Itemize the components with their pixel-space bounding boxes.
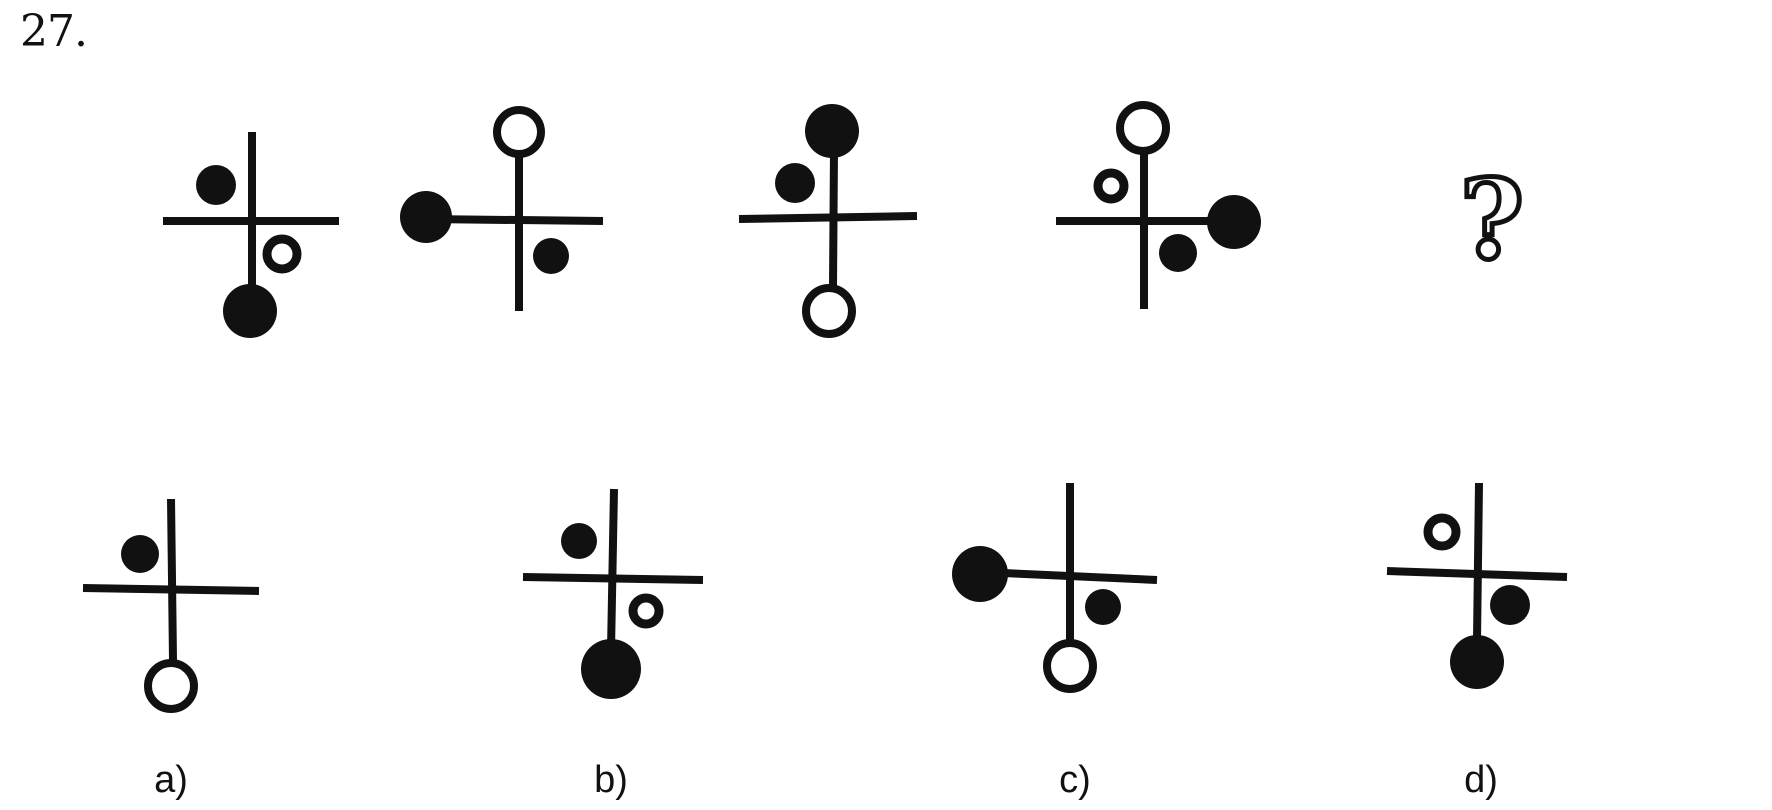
large-black-circle (1207, 195, 1261, 249)
large-black-circle (581, 639, 641, 699)
small-black-dot (196, 165, 236, 205)
sequence-figure-2 (400, 106, 604, 311)
option-label-c: c) (1059, 759, 1091, 801)
option-d[interactable] (1386, 482, 1568, 689)
option-b[interactable] (522, 488, 704, 699)
option-c[interactable] (952, 483, 1158, 693)
small-black-dot (1490, 585, 1530, 625)
large-white-ring (144, 659, 198, 713)
small-black-dot (775, 163, 815, 203)
large-white-ring (1116, 101, 1170, 155)
horizontal-bar (738, 212, 918, 223)
option-label-d: d) (1464, 759, 1498, 801)
small-white-ring (262, 234, 302, 274)
small-white-ring (1093, 168, 1129, 204)
small-black-dot (533, 238, 569, 274)
large-black-circle (223, 284, 277, 338)
sequence-figure-3 (738, 104, 918, 338)
large-black-circle (1450, 635, 1504, 689)
large-black-circle (805, 104, 859, 158)
large-white-ring (493, 106, 545, 158)
horizontal-bar (424, 215, 604, 225)
option-a[interactable] (82, 498, 260, 713)
large-white-ring (1043, 639, 1097, 693)
sequence-figure-1 (163, 132, 339, 338)
vertical-bar (829, 149, 838, 288)
question-mark: ? (1460, 155, 1524, 284)
question-number: 27. (20, 6, 88, 57)
large-black-circle (952, 546, 1008, 602)
vertical-bar (607, 488, 618, 651)
large-white-ring (802, 284, 856, 338)
vertical-bar (1473, 482, 1483, 641)
option-label-a: a) (154, 759, 188, 801)
vertical-bar (167, 498, 177, 661)
small-black-dot (1159, 234, 1197, 272)
small-white-ring (628, 593, 664, 629)
small-black-dot (561, 523, 597, 559)
small-white-ring (1423, 513, 1461, 551)
sequence-figure-4 (1056, 101, 1261, 309)
small-black-dot (1085, 589, 1121, 625)
option-label-b: b) (594, 759, 628, 801)
small-black-dot (121, 535, 159, 573)
large-black-circle (400, 191, 452, 243)
